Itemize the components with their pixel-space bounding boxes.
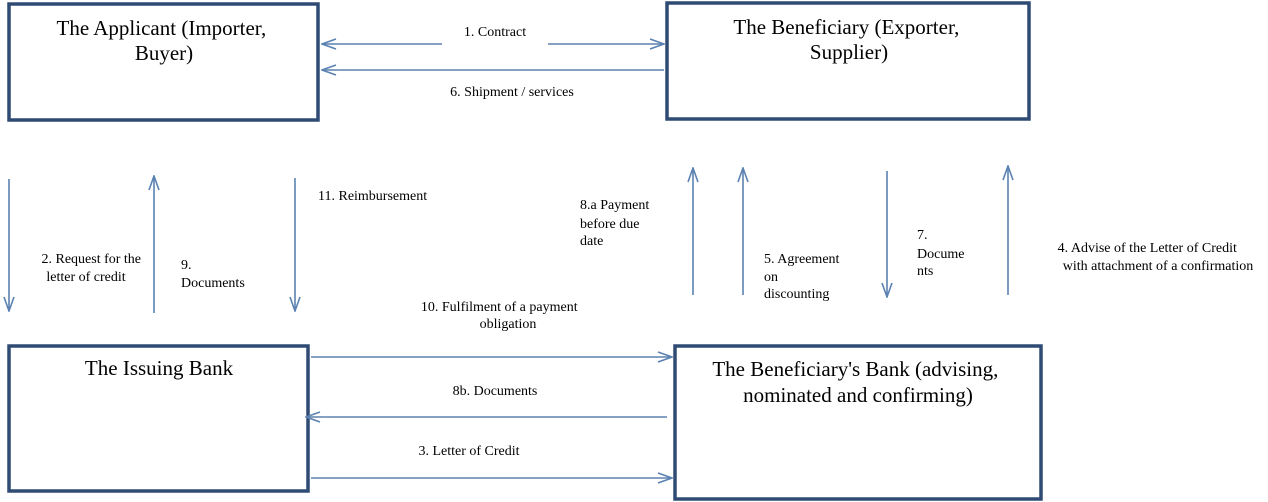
- applicant-box: The Applicant (Importer, Buyer): [7, 2, 320, 122]
- advise-label: 4. Advise of the Letter of Credit with a…: [1058, 241, 1254, 274]
- shipment-label: 6. Shipment / services: [450, 85, 574, 100]
- beneficiary-box: The Beneficiary (Exporter, Supplier): [665, 1, 1031, 121]
- request-label: 2. Request for the letter of credit: [41, 252, 144, 285]
- letter-of-credit-label: 3. Letter of Credit: [418, 444, 519, 459]
- agreement-label: 5. Agreement on discounting: [764, 252, 843, 302]
- beneficiary-bank-box: The Beneficiary's Bank (advising, nomina…: [673, 344, 1043, 501]
- issuing-bank-box: The Issuing Bank: [7, 344, 310, 493]
- documents-8b-label: 8b. Documents: [453, 384, 538, 399]
- payment-8a-label: 8.a Payment before due date: [580, 198, 653, 249]
- reimbursement-label: 11. Reimbursement: [318, 189, 427, 204]
- contract-label: 1. Contract: [464, 25, 526, 40]
- beneficiary-title: The Beneficiary (Exporter, Supplier): [733, 15, 964, 64]
- applicant-title: The Applicant (Importer, Buyer): [57, 16, 272, 65]
- beneficiary-bank-title: The Beneficiary's Bank (advising, nomina…: [712, 357, 1003, 407]
- documents-7-label: 7. Docume nts: [917, 228, 968, 279]
- issuing-bank-title: The Issuing Bank: [85, 356, 234, 380]
- fulfilment-label: 10. Fulfilment of a payment obligation: [421, 300, 581, 332]
- documents-9-label: 9. Documents: [181, 258, 245, 291]
